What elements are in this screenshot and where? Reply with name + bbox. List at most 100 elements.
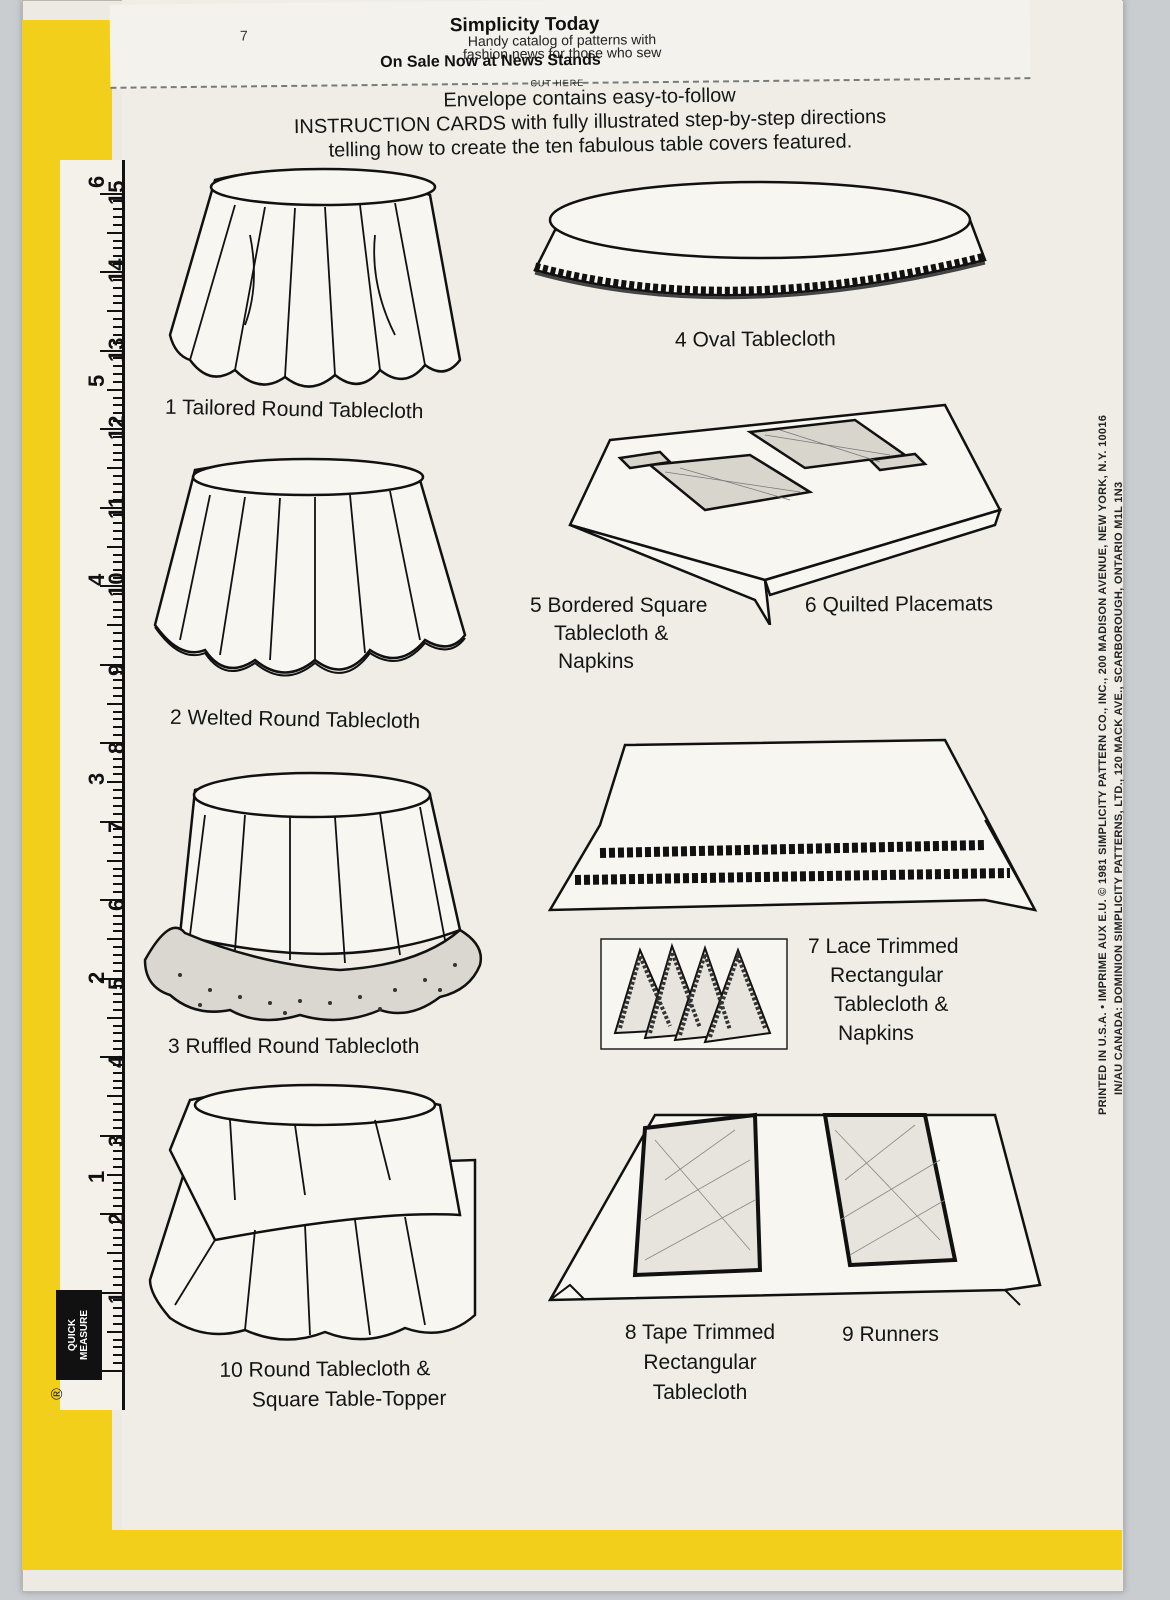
caption-item10: 10 Round Tablecloth & Square Table-Toppe…: [170, 1354, 481, 1417]
ruler-tick: [113, 1079, 122, 1082]
ruler-tick: [113, 1299, 122, 1302]
ruler-tick: [113, 1362, 122, 1365]
ruler-inch-number: 2: [84, 971, 109, 984]
ruler-tick: [113, 1087, 122, 1090]
ruler-tick: [113, 796, 122, 799]
ruler-tick: [113, 208, 122, 211]
ruler-tick: [113, 443, 122, 446]
ruler-tick: [113, 1220, 122, 1223]
ruler-tick: [113, 530, 122, 533]
caption-item9: 9 Runners: [842, 1323, 939, 1346]
ruler-tick: [113, 1260, 122, 1263]
ruler-tick: [113, 592, 122, 595]
cut-here-flap: 7 Simplicity Today Handy catalog of patt…: [109, 0, 1031, 89]
ruler-tick: [113, 1307, 122, 1310]
publisher-imprint: PRINTED IN U.S.A. • IMPRIME AUX E.U. © 1…: [1095, 355, 1127, 1115]
ruler-tick: [113, 671, 122, 674]
ruler-tick: [100, 1134, 122, 1137]
ruler-tick: [113, 373, 122, 376]
ruler-tick: [113, 1346, 122, 1349]
ruler-tick: [113, 655, 122, 658]
ruler-cm-number: 9: [104, 663, 129, 676]
ruler-tick: [113, 490, 122, 493]
imprint-line1: PRINTED IN U.S.A. • IMPRIME AUX E.U. © 1…: [1097, 414, 1109, 1115]
ruler-cm-number: 1: [104, 1291, 129, 1304]
ruler-tick: [100, 663, 122, 666]
round-tablecloth-square-topper-drawing: [148, 1083, 477, 1341]
ruler-tick: [113, 1032, 122, 1035]
ruler-tick: [113, 1110, 122, 1113]
ruler-tick: [113, 757, 122, 760]
ruler-tick: [113, 906, 122, 909]
ruler-tick: [113, 451, 122, 454]
ruler-inch-number: 6: [84, 175, 109, 188]
caption-item6: 6 Quilted Placemats: [804, 592, 994, 617]
ruffled-round-tablecloth-drawing: [143, 771, 483, 1022]
ruler-tick: [100, 742, 122, 744]
ruler-cm-number: 4: [104, 1055, 129, 1068]
ruler-cm-number: 14: [104, 258, 129, 283]
imprint-line2: IN/AU CANADA: DOMINION SIMPLICITY PATTER…: [1113, 481, 1125, 1095]
ruler-tick: [113, 985, 122, 988]
ruler-tick: [113, 1158, 122, 1161]
ruler-inch-number: 5: [84, 374, 109, 387]
ruler-tick: [113, 1267, 122, 1270]
ruler-tick: [113, 1181, 122, 1184]
ruler-tick: [113, 608, 122, 611]
ruler-tick: [113, 734, 122, 737]
ruler-tick: [113, 255, 122, 258]
ruler-tick: [113, 1001, 122, 1004]
ruler-tick: [113, 577, 122, 580]
ruler-tick: [100, 349, 122, 352]
bordered-square-tablecloth-placemats-drawing: [568, 403, 1002, 625]
ruler-tick: [113, 1189, 122, 1192]
ruler-tick: [113, 891, 122, 894]
ruler-tick: [113, 828, 122, 831]
ruler-tick: [113, 1165, 122, 1168]
ruler-tick: [113, 993, 122, 996]
ruler-tick: [113, 365, 122, 368]
ruler-tick: [113, 765, 122, 768]
ruler-tick: [107, 467, 122, 470]
ruler-tick: [107, 231, 122, 234]
ruler-tick: [113, 875, 122, 878]
caption-item5-line1: 5 Bordered Square: [530, 594, 708, 617]
ruler-tick: [113, 718, 122, 721]
ruler-tick: [107, 1095, 122, 1098]
ruler-tick: [113, 1354, 122, 1357]
ruler-tick: [113, 946, 122, 949]
ruler-tick: [113, 239, 122, 242]
ruler-tick: [113, 1315, 122, 1318]
caption-item10-line2: Square Table-Topper: [251, 1386, 447, 1412]
ruler-tick: [107, 1173, 122, 1176]
ruler-tick: [113, 404, 122, 407]
ruler-tick: [113, 1322, 122, 1325]
ruler-tick: [113, 930, 122, 933]
ruler-tick: [100, 1056, 122, 1058]
ruler-tick: [113, 333, 122, 336]
caption-item3: 3 Ruffled Round Tablecloth: [168, 1035, 420, 1058]
ruler-tick: [113, 812, 122, 815]
ruler-tick: [113, 569, 122, 572]
ruler-tick: [107, 1252, 122, 1255]
caption-item8-line2: Rectangular: [643, 1351, 757, 1374]
ruler-tick: [113, 749, 122, 752]
ruler-tick: [113, 789, 122, 792]
ruler-tick: [100, 1213, 122, 1215]
ruler-tick: [113, 1126, 122, 1129]
caption-item5-line3: Napkins: [558, 650, 634, 673]
ruler-tick: [113, 1197, 122, 1200]
ruler-tick: [100, 271, 122, 273]
tailored-round-tablecloth-drawing: [168, 167, 462, 388]
ruler-tick: [113, 263, 122, 266]
ruler-inch-number: 1: [84, 1170, 109, 1183]
lace-trimmed-rectangular-tablecloth-drawing: [547, 738, 1038, 912]
ruler-tick: [100, 820, 122, 823]
ruler-tick: [113, 922, 122, 925]
on-sale-text: On Sale Now at News Stands: [380, 51, 601, 71]
ruler-cm-number: 7: [104, 820, 129, 833]
lace-trimmed-napkins-drawing: [600, 938, 788, 1050]
caption-item4: 4 Oval Tablecloth: [674, 327, 836, 352]
